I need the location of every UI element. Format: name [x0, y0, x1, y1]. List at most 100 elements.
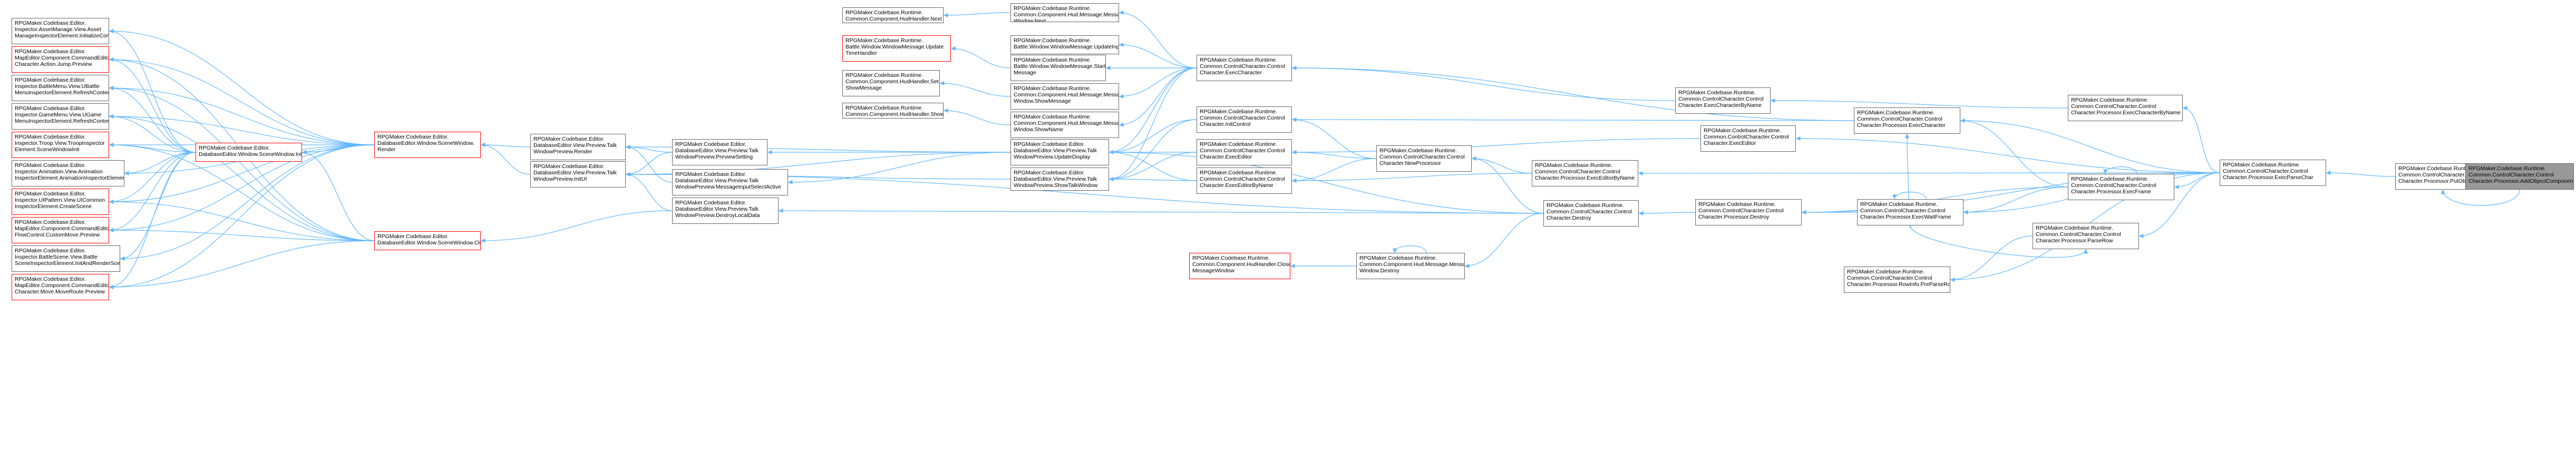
- graph-node-h[interactable]: RPGMaker.Codebase.Editor.Inspector.Anima…: [12, 160, 124, 186]
- node-label-line: DatabaseEditor.View.Preview.Talk: [533, 170, 617, 176]
- graph-node-au[interactable]: RPGMaker.Codebase.Runtime.Common.Control…: [1857, 199, 1963, 225]
- graph-node-o[interactable]: RPGMaker.Codebase.Editor.DatabaseEditor.…: [374, 231, 481, 250]
- graph-edge: [943, 108, 1011, 125]
- graph-node-q[interactable]: RPGMaker.Codebase.Editor.DatabaseEditor.…: [530, 161, 626, 188]
- graph-node-i[interactable]: RPGMaker.Codebase.Editor.Inspector.UIPat…: [12, 189, 109, 215]
- graph-edge: [2326, 170, 2396, 177]
- graph-node-t[interactable]: RPGMaker.Codebase.Editor.DatabaseEditor.…: [672, 198, 779, 224]
- node-label-line: Common.ControlCharacter.Control: [2071, 103, 2156, 110]
- node-label-line: RPGMaker.Codebase.Editor.: [15, 48, 86, 55]
- node-label-line: RPGMaker.Codebase.Editor.: [15, 77, 86, 83]
- node-label-line: RPGMaker.Codebase.Runtime.: [1857, 110, 1935, 116]
- graph-node-an[interactable]: RPGMaker.Codebase.Runtime.Common.Control…: [1675, 87, 1771, 114]
- graph-node-x[interactable]: RPGMaker.Codebase.Runtime.Common.Compone…: [842, 103, 944, 119]
- graph-edge: [625, 144, 673, 153]
- node-label-line: MenuInspectorElement.RefreshContents: [15, 118, 109, 124]
- graph-node-as[interactable]: RPGMaker.Codebase.Runtime.Common.Control…: [1695, 199, 1802, 225]
- node-label-line: InspectorElement.CreateScene: [15, 203, 92, 210]
- node-label-line: Character.Processor.AddObjectComponent: [2468, 178, 2574, 184]
- graph-edge: [109, 144, 375, 290]
- node-label-line: RPGMaker.Codebase.Editor.: [675, 141, 746, 147]
- node-label-line: RPGMaker.Codebase.Editor.: [15, 219, 86, 225]
- graph-node-s[interactable]: RPGMaker.Codebase.Editor.DatabaseEditor.…: [672, 169, 788, 195]
- graph-node-y[interactable]: RPGMaker.Codebase.Runtime.Common.Compone…: [1010, 3, 1119, 22]
- graph-node-ac[interactable]: RPGMaker.Codebase.Runtime.Common.Compone…: [1010, 112, 1119, 138]
- graph-edge: [109, 144, 375, 204]
- graph-node-ap[interactable]: RPGMaker.Codebase.Runtime.Common.Control…: [1532, 160, 1638, 186]
- node-label-line: RPGMaker.Codebase.Editor.: [675, 171, 746, 178]
- graph-node-at[interactable]: RPGMaker.Codebase.Runtime.Common.Control…: [2068, 174, 2174, 200]
- graph-node-aq[interactable]: RPGMaker.Codebase.Runtime.Common.Control…: [2068, 95, 2183, 121]
- node-label-line: RPGMaker.Codebase.Runtime.: [2398, 165, 2476, 172]
- graph-node-ao[interactable]: RPGMaker.Codebase.Runtime.Common.Control…: [1700, 125, 1796, 152]
- graph-node-aj[interactable]: RPGMaker.Codebase.Runtime.Common.Control…: [1197, 168, 1292, 194]
- graph-node-aa[interactable]: RPGMaker.Codebase.Runtime.Battle.Window.…: [1010, 55, 1106, 81]
- graph-node-ae[interactable]: RPGMaker.Codebase.Editor.DatabaseEditor.…: [1010, 168, 1109, 191]
- graph-node-ar[interactable]: RPGMaker.Codebase.Runtime.Common.Control…: [1854, 107, 1960, 134]
- graph-edge: [1109, 176, 1197, 182]
- graph-node-n[interactable]: RPGMaker.Codebase.Editor.DatabaseEditor.…: [374, 132, 481, 158]
- graph-node-w[interactable]: RPGMaker.Codebase.Runtime.Common.Compone…: [842, 70, 940, 96]
- node-label-line: Window.ShowName: [1014, 126, 1063, 133]
- graph-node-c[interactable]: RPGMaker.Codebase.Editor.Inspector.Asset…: [12, 18, 109, 44]
- graph-node-af[interactable]: RPGMaker.Codebase.Runtime.Common.Compone…: [1189, 253, 1290, 279]
- node-label-line: Character.Processor.Destroy: [1698, 214, 1770, 220]
- node-label-line: Window.ShowMessage: [1014, 98, 1071, 104]
- graph-node-ad[interactable]: RPGMaker.Codebase.Editor.DatabaseEditor.…: [1010, 139, 1109, 165]
- graph-node-ah[interactable]: RPGMaker.Codebase.Runtime.Common.Control…: [1197, 106, 1292, 133]
- node-label-line: Common.Component.Hud.Message.Message: [1014, 120, 1119, 126]
- graph-node-j[interactable]: RPGMaker.Codebase.Editor.MapEditor.Compo…: [12, 217, 109, 243]
- graph-node-l[interactable]: RPGMaker.Codebase.Editor.MapEditor.Compo…: [12, 274, 109, 300]
- node-label-line: DatabaseEditor.Window.SceneWindow.Init: [199, 151, 302, 157]
- graph-edge: [1109, 150, 1544, 214]
- graph-node-aw[interactable]: RPGMaker.Codebase.Runtime.Common.Control…: [1844, 267, 1950, 293]
- graph-node-z[interactable]: RPGMaker.Codebase.Runtime.Battle.Window.…: [1010, 35, 1119, 54]
- graph-node-e[interactable]: RPGMaker.Codebase.Editor.Inspector.Battl…: [12, 75, 109, 101]
- graph-node-al[interactable]: RPGMaker.Codebase.Runtime.Common.Control…: [1376, 145, 1472, 172]
- node-label-line: Common.Component.HudHandler.Set: [845, 78, 939, 85]
- node-label-line: RPGMaker.Codebase.Runtime.: [2036, 225, 2114, 231]
- node-label-line: RPGMaker.Codebase.Runtime.: [1200, 141, 1278, 147]
- graph-node-f[interactable]: RPGMaker.Codebase.Editor.Inspector.GameM…: [12, 103, 109, 130]
- node-label-line: Common.ControlCharacter.Control: [1535, 169, 1620, 175]
- graph-edge: [480, 142, 531, 175]
- node-label-line: Common.ControlCharacter.Control: [2071, 182, 2156, 189]
- graph-edge: [1291, 117, 1854, 122]
- graph-node-m[interactable]: RPGMaker.Codebase.Editor.DatabaseEditor.…: [196, 143, 302, 162]
- graph-node-k[interactable]: RPGMaker.Codebase.Editor.Inspector.Battl…: [12, 245, 120, 272]
- node-label-line: Inspector.Troop.View.TroopInspector: [15, 140, 105, 146]
- node-label-line: RPGMaker.Codebase.Runtime.: [1014, 85, 1092, 92]
- graph-node-p[interactable]: RPGMaker.Codebase.Editor.DatabaseEditor.…: [530, 134, 626, 160]
- graph-edge: [109, 57, 196, 153]
- node-label-line: Inspector.BattleScene.View.Battle: [15, 254, 98, 260]
- graph-node-av[interactable]: RPGMaker.Codebase.Runtime.Common.Control…: [2033, 223, 2139, 249]
- graph-node-u[interactable]: RPGMaker.Codebase.Runtime.Common.Compone…: [842, 7, 944, 23]
- node-label-line: RPGMaker.Codebase.Runtime.: [1192, 255, 1270, 261]
- graph-edge: [939, 81, 1011, 97]
- graph-edge: [1119, 10, 1197, 68]
- node-label-line: Common.ControlCharacter.Control: [2036, 231, 2121, 238]
- graph-node-g[interactable]: RPGMaker.Codebase.Editor.Inspector.Troop…: [12, 132, 109, 158]
- graph-node-ab[interactable]: RPGMaker.Codebase.Runtime.Common.Compone…: [1010, 83, 1119, 110]
- graph-edge: [1291, 117, 1377, 159]
- graph-node-ak[interactable]: RPGMaker.Codebase.Runtime.Common.Compone…: [1356, 253, 1465, 279]
- node-label-line: RPGMaker.Codebase.Runtime.: [1014, 57, 1092, 63]
- node-label-line: RPGMaker.Codebase.Runtime.: [1860, 201, 1938, 208]
- node-label-line: RPGMaker.Codebase.Runtime.: [845, 105, 924, 111]
- graph-node-am[interactable]: RPGMaker.Codebase.Runtime.Common.Control…: [1543, 200, 1639, 226]
- graph-node-ai[interactable]: RPGMaker.Codebase.Runtime.Common.Control…: [1197, 139, 1292, 165]
- node-label-line: MapEditor.Component.CommandEditor.: [15, 282, 109, 289]
- node-label-line: RPGMaker.Codebase.Runtime.: [1200, 109, 1278, 115]
- node-label-line: Common.Component.Hud.Message.Message: [1014, 12, 1119, 18]
- node-label-line: RPGMaker.Codebase.Runtime.: [1359, 255, 1437, 261]
- node-label-line: Common.Component.Hud.Message.Message: [1359, 261, 1465, 268]
- graph-node-d[interactable]: RPGMaker.Codebase.Editor.MapEditor.Compo…: [12, 46, 109, 73]
- graph-node-v[interactable]: RPGMaker.Codebase.Runtime.Battle.Window.…: [842, 35, 951, 62]
- graph-node-ax[interactable]: RPGMaker.Codebase.Runtime.Common.Control…: [2220, 160, 2326, 186]
- graph-node-ag[interactable]: RPGMaker.Codebase.Runtime.Common.Control…: [1197, 55, 1292, 81]
- graph-edge: [1471, 156, 1544, 214]
- graph-edge: [1291, 150, 1377, 159]
- graph-node-r[interactable]: RPGMaker.Codebase.Editor.DatabaseEditor.…: [672, 139, 767, 165]
- graph-edge: [1471, 156, 1532, 174]
